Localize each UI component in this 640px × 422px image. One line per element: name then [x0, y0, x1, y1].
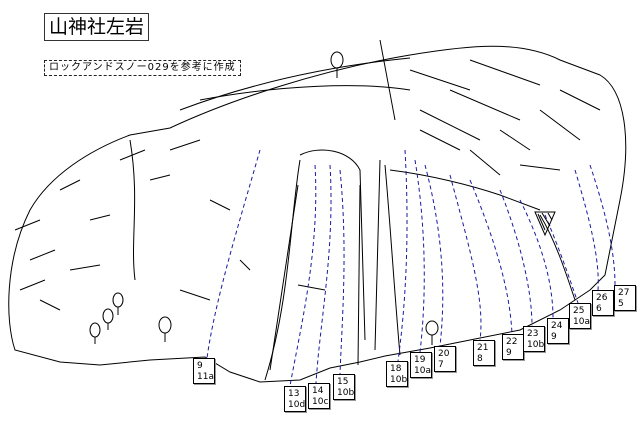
route-grade: 10d: [288, 400, 306, 410]
route-grade: 10c: [312, 397, 329, 407]
route-number: 14: [312, 386, 324, 396]
route-number: 27: [618, 288, 630, 298]
route-grade: 9: [551, 332, 557, 342]
route-number: 13: [288, 389, 300, 399]
route-grade: 10b: [337, 388, 355, 398]
route-grade: 11a: [197, 372, 214, 382]
route-grade: 9: [506, 348, 512, 358]
route-grade: 6: [596, 304, 602, 314]
route-grade: 8: [477, 354, 483, 364]
tree-icons: [89, 51, 439, 345]
route-number: 25: [573, 306, 585, 316]
route-number: 26: [596, 293, 608, 303]
route-grade: 7: [438, 360, 444, 370]
source-note: ロックアンドスノー029を参考に作成: [44, 60, 241, 76]
page-title: 山神社左岩: [44, 13, 150, 41]
route-number: 20: [438, 349, 450, 359]
route-grade: 10b: [390, 375, 408, 385]
chimney-arrows: [269, 184, 361, 371]
route-grade: 10b: [527, 340, 545, 350]
route-grade: 5: [618, 299, 624, 309]
route-grade: 10a: [414, 366, 431, 376]
route-number: 23: [527, 329, 539, 339]
slab-hatch: [534, 211, 556, 237]
route-number: 18: [390, 364, 402, 374]
route-number: 9: [197, 361, 203, 371]
route-number: 19: [414, 355, 426, 365]
rock-outline: [8, 39, 627, 383]
route-grade: 10a: [573, 317, 590, 327]
route-number: 21: [477, 343, 489, 353]
route-number: 15: [337, 377, 349, 387]
route-number: 24: [551, 321, 563, 331]
route-number: 22: [506, 337, 518, 347]
route-lines: [206, 149, 616, 387]
